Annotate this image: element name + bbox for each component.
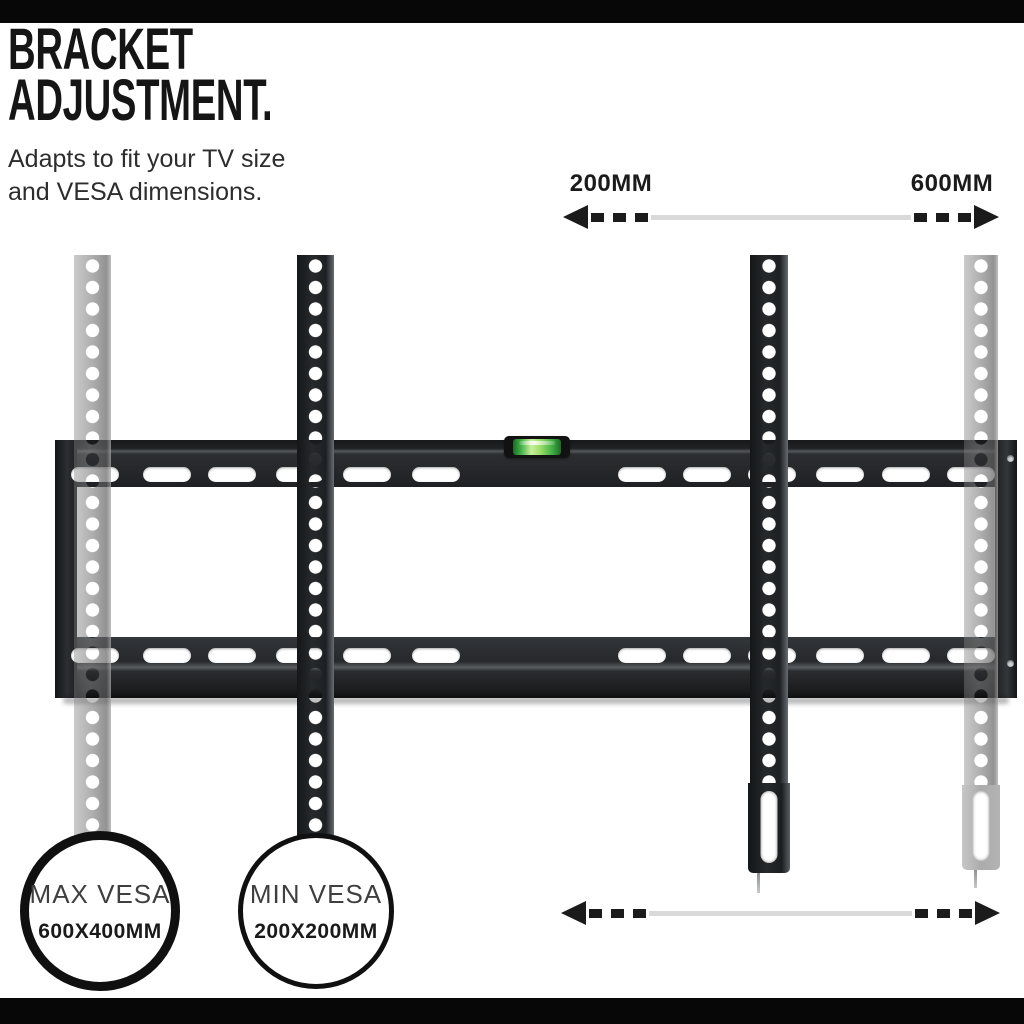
rail-pin bbox=[974, 870, 977, 888]
vesa-slot bbox=[412, 648, 460, 663]
vesa-slot bbox=[618, 467, 666, 482]
vesa-slot bbox=[683, 648, 731, 663]
dash-segment bbox=[915, 908, 972, 918]
badge-value: 200X200MM bbox=[254, 919, 378, 943]
min-width-label: 200MM bbox=[569, 170, 653, 197]
plate-bottom-band bbox=[55, 637, 1017, 698]
min-vesa-badge: MIN VESA 200X200MM bbox=[238, 833, 394, 989]
vesa-slot bbox=[343, 648, 391, 663]
top-black-bar bbox=[0, 0, 1024, 23]
vesa-slot bbox=[208, 467, 256, 482]
range-line bbox=[651, 214, 911, 220]
wall-plate bbox=[55, 440, 1017, 698]
plate-right-cap bbox=[995, 440, 1017, 698]
dash-segment bbox=[589, 908, 646, 918]
vesa-slot bbox=[882, 467, 930, 482]
title-line-1: BRACKET bbox=[8, 17, 193, 82]
badge-title: MIN VESA bbox=[249, 878, 383, 909]
vesa-rail-black-left bbox=[297, 255, 334, 852]
vesa-slot bbox=[343, 467, 391, 482]
vesa-slot bbox=[143, 648, 191, 663]
dash-segment bbox=[591, 212, 648, 222]
subtitle-line-2: and VESA dimensions. bbox=[8, 178, 263, 206]
arrowhead-left-icon bbox=[563, 205, 588, 229]
range-line bbox=[649, 910, 912, 916]
plate-left-cap bbox=[55, 440, 77, 698]
vesa-rail-ghost-left bbox=[74, 255, 111, 852]
max-vesa-badge: MAX VESA 600X400MM bbox=[20, 831, 180, 991]
title-line-2: ADJUSTMENT. bbox=[8, 68, 273, 133]
arrowhead-right-icon bbox=[975, 901, 1000, 925]
vesa-slot bbox=[882, 648, 930, 663]
rail-bottom-end bbox=[748, 783, 790, 873]
vesa-rail-black-right bbox=[748, 255, 790, 873]
page-subtitle: Adapts to fit your TV size and VESA dime… bbox=[8, 143, 285, 209]
bottom-black-bar bbox=[0, 998, 1024, 1024]
rail-body bbox=[964, 255, 998, 785]
vesa-slot bbox=[143, 467, 191, 482]
rail-body bbox=[74, 255, 111, 852]
vesa-slot bbox=[816, 467, 864, 482]
cap-screw-hole bbox=[1007, 660, 1014, 667]
rail-pin bbox=[757, 873, 760, 893]
rail-end-slot bbox=[760, 791, 778, 863]
spirit-level-icon bbox=[504, 436, 570, 458]
level-vial bbox=[513, 439, 561, 455]
bottom-range-arrow-icon bbox=[561, 900, 1000, 926]
vesa-slot bbox=[412, 467, 460, 482]
subtitle-line-1: Adapts to fit your TV size bbox=[8, 145, 286, 173]
dash-segment bbox=[914, 212, 971, 222]
rail-end-slot bbox=[972, 791, 990, 861]
rail-body bbox=[750, 255, 788, 783]
vesa-rail-ghost-right bbox=[962, 255, 1000, 870]
arrowhead-left-icon bbox=[561, 901, 586, 925]
vesa-slot bbox=[683, 467, 731, 482]
rail-body bbox=[297, 255, 334, 852]
max-width-label: 600MM bbox=[910, 170, 994, 197]
badge-title: MAX VESA bbox=[29, 878, 171, 909]
page-title: BRACKET ADJUSTMENT. bbox=[8, 17, 273, 133]
vesa-slot bbox=[208, 648, 256, 663]
vesa-slot bbox=[618, 648, 666, 663]
badge-value: 600X400MM bbox=[38, 919, 162, 943]
cap-screw-hole bbox=[1007, 455, 1014, 462]
rail-bottom-end bbox=[962, 785, 1000, 870]
vesa-slot bbox=[816, 648, 864, 663]
top-range-arrow-icon bbox=[563, 204, 999, 230]
arrowhead-right-icon bbox=[974, 205, 999, 229]
